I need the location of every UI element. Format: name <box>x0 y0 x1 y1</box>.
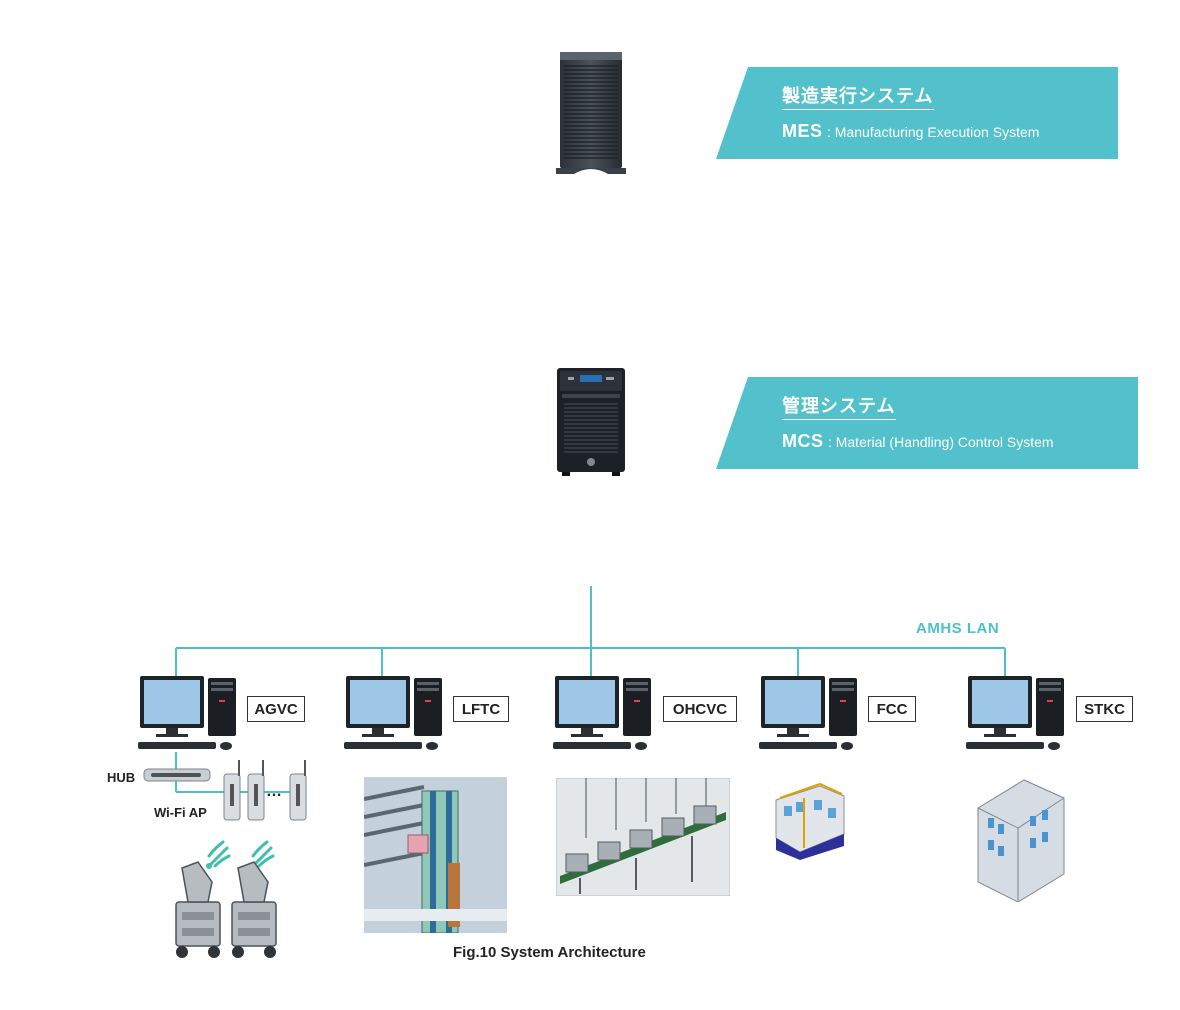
node-label-lftc: LFTC <box>453 696 509 722</box>
node-label-fcc: FCC <box>868 696 916 722</box>
mes-english-title: MES : Manufacturing Execution System <box>782 121 1039 142</box>
hub-label: HUB <box>107 770 136 785</box>
ohcvc-conveyor-illustration <box>556 778 730 896</box>
ohcvc-computer-icon <box>553 676 651 750</box>
banner-background <box>716 377 1138 469</box>
mcs-full-name: : Material (Handling) Control System <box>827 434 1054 450</box>
agv-robots-illustration <box>175 861 277 958</box>
mes-full-name: : Manufacturing Execution System <box>826 124 1040 140</box>
mcs-label-banner: 管理システム MCS : Material (Handling) Control… <box>716 377 1138 469</box>
fcc-computer-icon <box>759 676 857 750</box>
wifi-access-points-icon <box>223 760 307 821</box>
mcs-divider <box>782 419 896 420</box>
amhs-lan-label: AMHS LAN <box>916 620 1000 637</box>
fcc-equipment-illustration <box>775 782 845 860</box>
wifi-signal-icon <box>206 840 275 869</box>
mcs-english-title: MCS : Material (Handling) Control System <box>782 431 1054 452</box>
agvc-computer-icon <box>138 676 236 750</box>
mes-acronym: MES <box>782 121 823 141</box>
mcs-acronym: MCS <box>782 431 824 451</box>
stkc-computer-icon <box>966 676 1064 750</box>
mes-divider <box>782 109 934 110</box>
mcs-japanese-title: 管理システム <box>782 396 896 416</box>
wifi-ap-label: Wi-Fi AP <box>154 805 207 820</box>
hub-device-icon <box>143 768 211 782</box>
lftc-computer-icon <box>344 676 442 750</box>
mes-server-icon <box>556 52 626 174</box>
node-label-ohcvc: OHCVC <box>663 696 737 722</box>
mes-japanese-title: 製造実行システム <box>782 86 934 106</box>
banner-background <box>716 67 1118 159</box>
node-label-agvc: AGVC <box>247 696 305 722</box>
lftc-lifter-illustration <box>364 777 507 933</box>
mes-label-banner: 製造実行システム MES : Manufacturing Execution S… <box>716 67 1118 159</box>
ap-ellipsis: … <box>266 783 282 800</box>
node-label-stkc: STKC <box>1076 696 1133 722</box>
figure-caption: Fig.10 System Architecture <box>453 944 646 961</box>
mcs-server-icon <box>557 368 625 476</box>
stkc-stocker-illustration <box>977 779 1065 902</box>
